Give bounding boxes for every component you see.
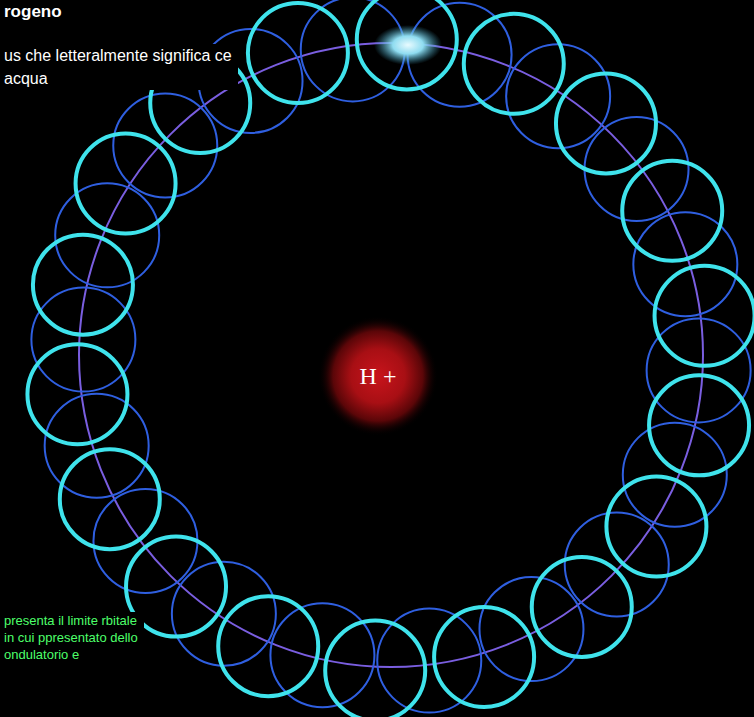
wave-loop xyxy=(33,235,133,335)
wave-loop xyxy=(325,621,425,717)
title-fragment: rogeno xyxy=(2,2,64,22)
wave-loop xyxy=(60,449,160,549)
electron xyxy=(374,25,442,65)
wave-loop xyxy=(649,375,749,475)
note-text: us che letteralmente significa ce acqua xyxy=(2,44,238,90)
orbit-circle xyxy=(79,43,703,667)
wave-loop xyxy=(565,513,669,617)
wave-loop xyxy=(76,134,176,234)
wave-loop xyxy=(556,73,656,173)
wave-loop xyxy=(585,117,689,221)
wave-loop xyxy=(434,607,534,707)
wave-loop xyxy=(647,318,751,422)
note-text: presenta il limite rbitale in cui pprese… xyxy=(2,612,144,663)
wave-loop xyxy=(27,344,127,444)
wave-loop xyxy=(622,161,722,261)
wave-loop xyxy=(606,476,706,576)
wave-loop xyxy=(218,596,318,696)
wave-loop xyxy=(532,557,632,657)
wave-loop xyxy=(633,212,737,316)
wave-loop xyxy=(464,14,564,114)
wave-loops xyxy=(27,0,754,717)
wave-loop xyxy=(248,3,348,103)
wave-loop xyxy=(93,489,197,593)
wave-loop xyxy=(655,266,754,366)
wave-loop xyxy=(31,288,135,392)
nucleus-circle: H + xyxy=(318,316,438,436)
nucleus-label: H + xyxy=(360,363,397,390)
wave-loop xyxy=(45,394,149,498)
wave-loop xyxy=(357,0,457,89)
wave-loop xyxy=(113,93,217,197)
